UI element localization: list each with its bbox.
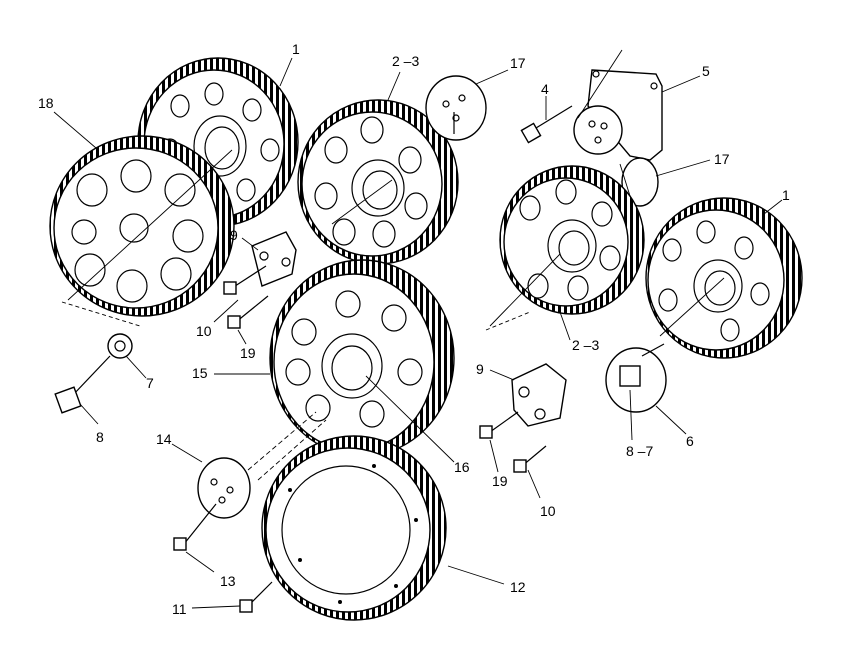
ring-gear-12 — [261, 435, 447, 621]
plate-17-right — [619, 157, 659, 207]
callout-10-left: 10 — [196, 323, 212, 339]
bolt-8-washer-7 — [54, 333, 133, 414]
callouts: 1 2 –3 17 4 5 18 17 1 9 10 19 2 –3 15 7 … — [38, 41, 790, 617]
plate-17-top — [425, 75, 487, 141]
callout-9-right: 9 — [476, 361, 484, 377]
callout-8-left: 8 — [96, 429, 104, 445]
callout-11: 11 — [172, 601, 187, 617]
callout-1-left: 1 — [292, 41, 300, 57]
plate-9-left — [223, 231, 297, 329]
callout-1-right: 1 — [782, 187, 790, 203]
gear-18 — [49, 135, 235, 317]
callout-15: 15 — [192, 365, 208, 381]
callout-16: 16 — [454, 459, 470, 475]
callout-5: 5 — [702, 63, 710, 79]
callout-2-3-top: 2 –3 — [392, 53, 419, 69]
hub-6 — [605, 343, 667, 413]
gear-15 — [269, 259, 455, 457]
callout-12: 12 — [510, 579, 526, 595]
plate-9-right — [479, 363, 567, 473]
callout-18: 18 — [38, 95, 54, 111]
disc-14 — [173, 457, 251, 551]
callout-4: 4 — [541, 81, 549, 97]
callout-13: 13 — [220, 573, 236, 589]
callout-6: 6 — [686, 433, 694, 449]
bolt-11 — [239, 581, 273, 613]
callout-17-right: 17 — [714, 151, 730, 167]
callout-9-left: 9 — [230, 227, 238, 243]
callout-14: 14 — [156, 431, 172, 447]
gear-2-3-right — [499, 165, 645, 315]
bolt-4 — [520, 105, 573, 144]
callout-19-left: 19 — [240, 345, 256, 361]
callout-19-right: 19 — [492, 473, 508, 489]
callout-10-right: 10 — [540, 503, 556, 519]
leader-lines — [53, 57, 783, 609]
housing-5 — [573, 49, 663, 161]
callout-7: 7 — [146, 375, 154, 391]
callout-8-7: 8 –7 — [626, 443, 653, 459]
callout-2-3-mid: 2 –3 — [572, 337, 599, 353]
callout-17-top: 17 — [510, 55, 526, 71]
assembly-lines — [61, 149, 725, 481]
